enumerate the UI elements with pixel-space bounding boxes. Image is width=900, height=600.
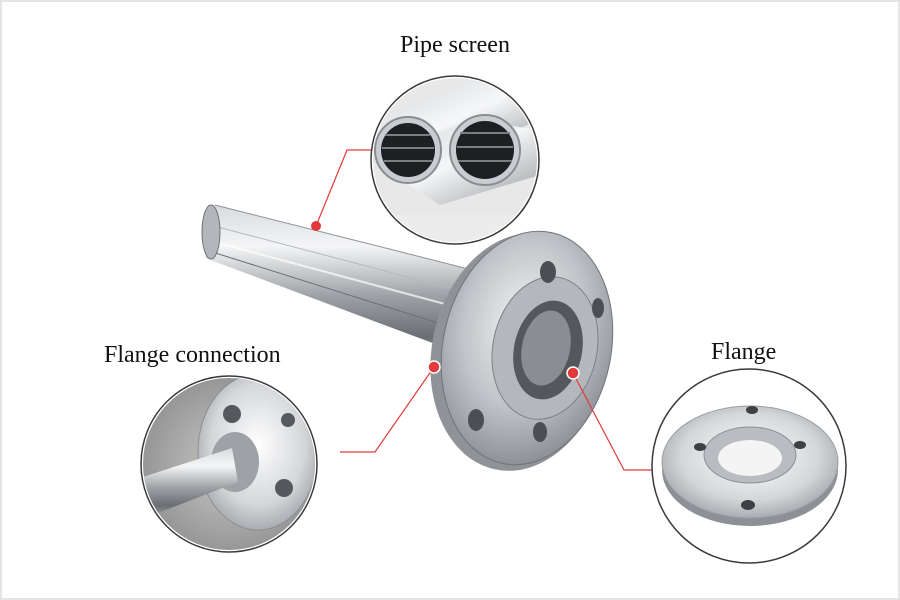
callout-dot-flange-connection: [427, 360, 441, 374]
pipe-screen-detail: [370, 75, 540, 245]
callout-dot-flange: [566, 366, 580, 380]
callout-lines: [311, 149, 652, 471]
flange-connection-detail: [140, 375, 318, 553]
flange-detail: [651, 368, 847, 564]
flange-label: Flange: [711, 339, 777, 365]
pipe-screen-label: Pipe screen: [400, 32, 510, 58]
flange-connection-label: Flange connection: [104, 342, 281, 368]
callout-dot-pipe-screen: [311, 221, 321, 231]
pipe-flange: [430, 230, 614, 471]
